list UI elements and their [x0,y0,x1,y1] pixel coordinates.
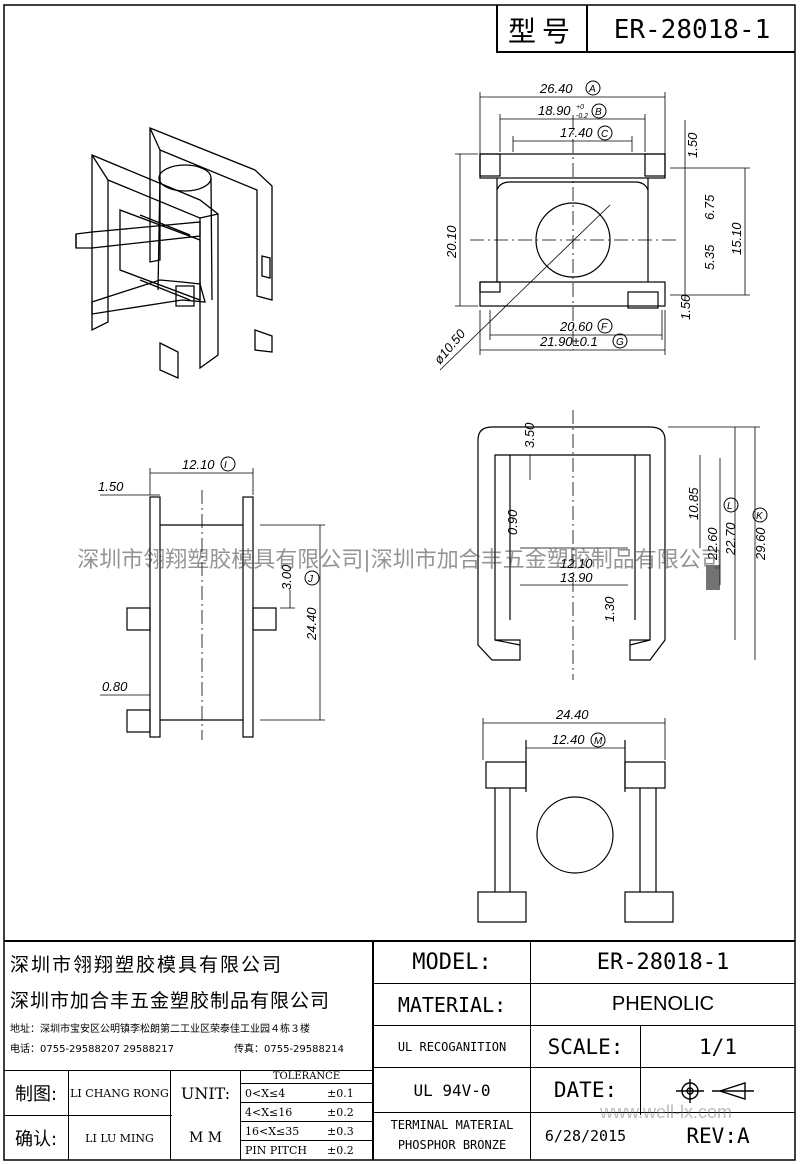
dim-t1: 3.00 [279,564,294,590]
dim-a: 26.40 [539,81,573,96]
svg-text:+0: +0 [576,104,584,111]
dim-j: 24.40 [304,607,319,641]
scale-field-label: SCALE: [547,1034,624,1059]
dim-v1: 1.50 [685,132,700,158]
svg-text:G: G [616,337,624,348]
model-title-box [496,5,795,53]
tolerance-row-range: PIN PITCH [245,1143,307,1157]
svg-text:J: J [307,574,314,585]
bottom-view [477,718,674,923]
company-name-1: 深圳市翎翔塑胶模具有限公司 [10,954,284,976]
dim-f: 20.60 [559,319,593,334]
tolerance-row-value: ±0.3 [327,1124,354,1138]
dim-m: 12.40 [552,732,585,747]
model-label-cn: 型号 [507,15,576,48]
svg-text:C: C [601,129,609,140]
tolerance-row-value: ±0.2 [327,1143,354,1157]
drawn-label: 制图: [14,1084,58,1105]
dim-fw1: 0.90 [505,509,520,535]
ul-field-value: UL 94V-0 [413,1080,491,1100]
dim-v2: 6.75 [702,194,717,220]
dim-l: 22.70 [723,522,738,556]
terminal-material-line1: TERMINAL MATERIAL [390,1118,514,1132]
company-address: 地址：深圳市宝安区公明镇李松朗第二工业区荣泰佳工业园４栋３楼 [10,1024,310,1035]
dim-t2: 0.80 [102,679,128,694]
svg-text:L: L [727,501,733,512]
dim-v4: 1.50 [678,294,693,320]
dim-h2: 10.85 [686,487,701,520]
company-phone: 电话：0755-29588207 29588217 [10,1044,175,1055]
checked-label: 确认: [14,1129,58,1150]
model-number: ER-28018-1 [613,15,771,45]
dim-k: 29.60 [753,527,768,561]
technical-drawings: 26.40 A 18.90 +0 -0.2 B 17.40 C 20.60 F … [75,80,768,923]
tolerance-row-value: ±0.2 [327,1105,354,1119]
terminal-material-line2: PHOSPHOR BRONZE [397,1138,507,1152]
watermark: 深圳市翎翔塑胶模具有限公司|深圳市加合丰五金塑胶制品有限公司 [77,548,723,573]
scale-field-value: 1/1 [699,1034,737,1059]
svg-text:K: K [756,511,764,522]
svg-text:M: M [594,736,603,747]
dim-i: 12.10 [182,457,215,472]
dim-m1: 22.60 [705,527,720,561]
top-view [439,92,750,371]
dim-g: 21.90±0.1 [539,334,598,349]
dim-fw2: 12.10 [560,556,593,571]
projection-symbol-icon [676,1079,754,1103]
drawn-by: LI CHANG RONG [70,1086,169,1100]
unit-label: UNIT: [180,1083,231,1103]
svg-text:F: F [601,322,608,333]
date-field-value: 6/28/2015 [544,1127,627,1145]
svg-text:B: B [595,107,602,118]
dim-w1: 1.50 [98,479,124,494]
model-field-value: ER-28018-1 [596,950,730,975]
side-view [100,468,325,740]
dim-v3: 5.35 [702,244,717,270]
dim-d: 20.10 [444,225,459,259]
model-field-label: MODEL: [412,950,492,975]
dim-h3: 1.30 [602,596,617,622]
isometric-view [75,127,273,380]
site-watermark: www.well-lx.com [600,1102,733,1122]
ul-field-label: UL RECOGANITION [397,1039,507,1054]
tolerance-title: TOLERANCE [272,1071,341,1082]
svg-text:-0.2: -0.2 [576,113,588,120]
tolerance-row-range: 16<X≤35 [245,1124,300,1138]
material-field-label: MATERIAL: [397,992,507,1017]
front-view [477,410,760,680]
dim-h: 15.10 [729,222,744,255]
svg-text:I: I [224,460,227,471]
dim-b: 18.90 [538,103,571,118]
title-block [4,940,795,1160]
dim-fw3: 13.90 [560,570,593,585]
checked-by: LI LU MING [85,1131,154,1145]
company-fax: 传真：0755-29588214 [234,1044,344,1055]
company-name-2: 深圳市加合丰五金塑胶制品有限公司 [10,990,331,1012]
dim-h1: 3.50 [522,422,537,448]
date-field-label: DATE: [553,1078,618,1102]
svg-text:A: A [588,84,596,95]
unit-value: M M [188,1130,223,1146]
tolerance-row-range: 4<X≤16 [245,1105,293,1119]
rev-field: REV:A [686,1124,750,1148]
material-field-value: PHENOLIC [611,993,715,1015]
tolerance-row-range: 0<X≤4 [245,1086,286,1100]
dim-c: 17.40 [560,125,593,140]
dim-n: 24.40 [555,707,589,722]
tolerance-row-value: ±0.1 [327,1086,354,1100]
